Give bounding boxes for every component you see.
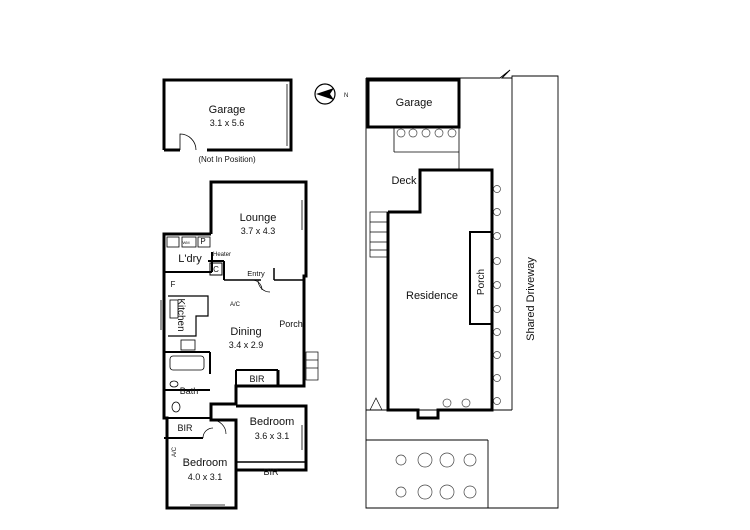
bir-label-bedroom2: BIR xyxy=(177,423,193,433)
garden-shrubs xyxy=(395,128,501,500)
deck-label: Deck xyxy=(391,175,417,187)
cupboard-label: C xyxy=(213,265,219,274)
pantry-label: P xyxy=(200,237,205,246)
site-garage-label: Garage xyxy=(396,97,433,109)
site-plan xyxy=(365,69,559,509)
compass-label: N xyxy=(344,93,348,99)
compass-icon: N xyxy=(314,83,348,105)
bath-label: Bath xyxy=(180,386,199,396)
detached-garage: Garage 3.1 x 5.6 (Not In Position) xyxy=(162,78,293,164)
dining-name: Dining xyxy=(230,326,261,338)
garage-note: (Not In Position) xyxy=(198,155,256,164)
door-swing-icon xyxy=(179,133,197,151)
bir-label-dining: BIR xyxy=(249,374,265,384)
heater-label: Heater xyxy=(213,252,231,258)
laundry-label: L'dry xyxy=(178,253,202,265)
kitchen-label: Kitchen xyxy=(175,298,186,331)
bedroom1-name: Bedroom xyxy=(250,416,295,428)
site-porch-label: Porch xyxy=(476,269,487,295)
entry-label: Entry xyxy=(247,269,265,278)
fridge-label: F xyxy=(171,280,176,289)
garage-dims: 3.1 x 5.6 xyxy=(210,118,245,128)
bir-label-bedroom1: BIR xyxy=(263,467,279,477)
shared-driveway-label: Shared Driveway xyxy=(525,257,537,341)
ac-label-bedroom: A/C xyxy=(172,446,178,457)
ac-label: A/C xyxy=(230,302,241,308)
residence-label: Residence xyxy=(406,290,458,302)
garage-name: Garage xyxy=(209,104,246,116)
bedroom2-dims: 4.0 x 3.1 xyxy=(188,472,223,482)
dining-dims: 3.4 x 2.9 xyxy=(229,340,264,350)
porch-label: Porch xyxy=(279,319,303,329)
lounge-name: Lounge xyxy=(240,212,277,224)
bedroom2-name: Bedroom xyxy=(183,457,228,469)
lounge-dims: 3.7 x 4.3 xyxy=(241,226,276,236)
bedroom1-dims: 3.6 x 3.1 xyxy=(255,431,290,441)
house-plan xyxy=(160,180,319,510)
wm-label: WM xyxy=(182,240,189,245)
